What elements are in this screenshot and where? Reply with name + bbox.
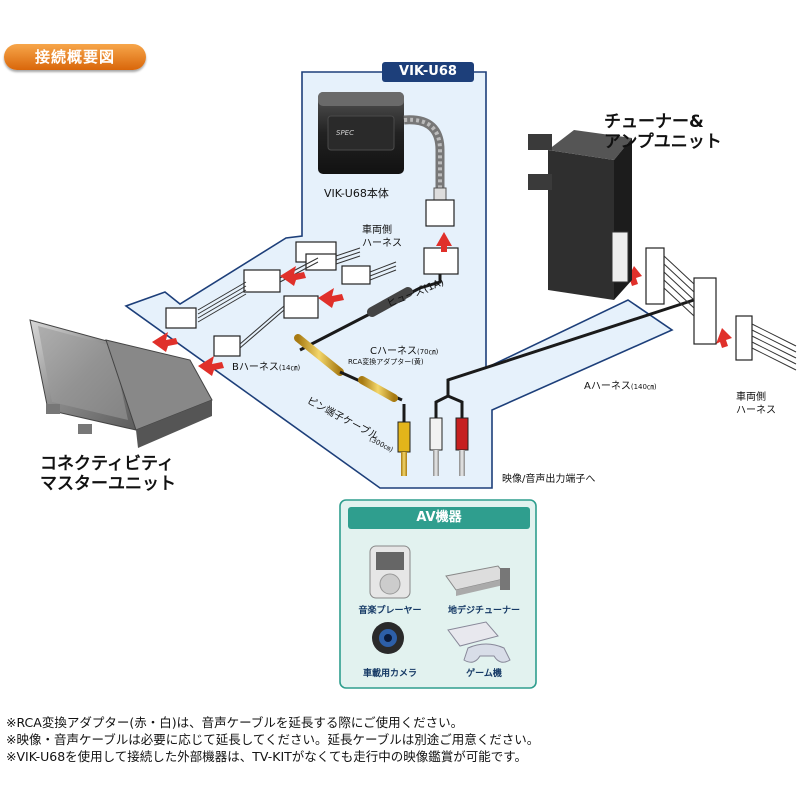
a-harness-label: Aハーネス(140㎝)	[584, 377, 657, 392]
tuner-title-line1: チューナー&	[604, 112, 704, 132]
master-title-line1: コネクティビティ	[40, 454, 174, 474]
car-camera-icon	[372, 622, 404, 654]
av-item-game-console: ゲーム機	[466, 669, 502, 679]
fuse-holder	[367, 287, 413, 317]
av-item-music-player: 音楽プレーヤー	[358, 606, 422, 616]
harness-connectors	[165, 199, 459, 357]
vik-u68-unit-illustration	[318, 92, 447, 203]
game-console-icon	[447, 621, 511, 663]
av-item-tv-tuner: 地デジチューナー	[447, 606, 520, 616]
note-line-2: ※映像・音声ケーブルは必要に応じて延長してください。延長ケーブルは別途ご用意くだ…	[6, 732, 540, 747]
c-harness-name: Cハーネス	[370, 346, 417, 357]
av-item-car-camera: 車載用カメラ	[362, 669, 417, 679]
model-tag: VIK-U68	[382, 62, 474, 82]
connection-area-panel	[124, 71, 674, 489]
vehicle-harness-top-label-1: 車両側	[362, 225, 392, 236]
right-connectors	[645, 247, 753, 361]
connection-arrows	[152, 232, 732, 376]
c-harness-length: (70㎝)	[416, 348, 439, 356]
a-harness-name: Aハーネス	[584, 381, 631, 392]
b-harness-label: Bハーネス(14㎝)	[232, 358, 300, 373]
note-line-3: ※VIK-U68を使用して接続した外部機器は、TV-KITがなくても走行中の映像…	[6, 749, 528, 764]
b-harness-length: (14㎝)	[278, 364, 301, 372]
master-title-line2: マスターユニット	[40, 474, 176, 494]
tuner-amp-unit-illustration	[528, 130, 632, 300]
diagram-title-badge: 接続概要図	[4, 44, 146, 70]
a-harness-length: (140㎝)	[630, 383, 657, 391]
av-title: AV機器	[348, 507, 530, 529]
unit-body-label: VIK-U68本体	[324, 187, 389, 200]
vehicle-harness-right-label-2: ハーネス	[736, 405, 776, 416]
rca-adapter-label: RCA変換アダプター(黄)	[348, 358, 424, 366]
c-harness-cable	[299, 274, 442, 352]
av-output-label: 映像/音声出力端子へ	[502, 474, 596, 485]
unit-logo-text: SPEC	[336, 129, 354, 137]
music-player-icon	[369, 545, 411, 599]
note-line-1: ※RCA変換アダプター(赤・白)は、音声ケーブルを延長する際にご使用ください。	[6, 715, 464, 730]
tuner-title-line2: アンプユニット	[604, 132, 722, 152]
master-unit-illustration	[29, 319, 213, 448]
rca-adapter-yellow	[294, 334, 403, 402]
rca-plugs	[397, 394, 469, 476]
vehicle-harness-top-label-2: ハーネス	[362, 238, 402, 249]
a-harness-cable	[446, 296, 701, 396]
c-harness-label: Cハーネス(70㎝)	[370, 342, 438, 357]
tv-tuner-icon	[445, 565, 510, 596]
vehicle-harness-right-label-1: 車両側	[736, 392, 766, 403]
b-harness-name: Bハーネス	[232, 362, 279, 373]
right-wires	[663, 255, 797, 371]
